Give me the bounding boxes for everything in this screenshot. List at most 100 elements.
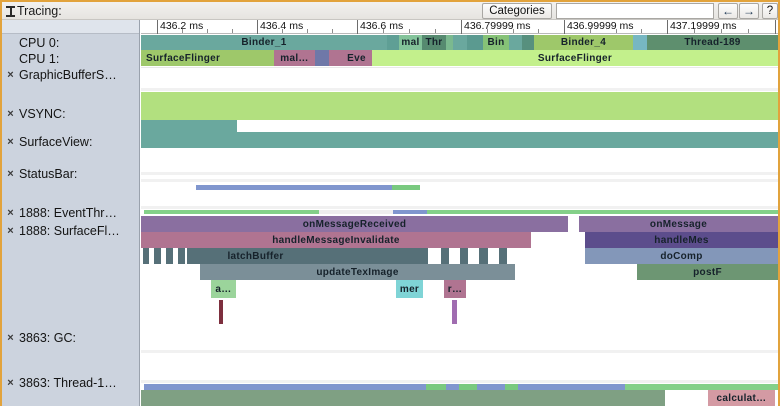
slice[interactable] xyxy=(477,384,505,390)
slice-bin[interactable]: Bin xyxy=(483,35,509,50)
track-vsync[interactable] xyxy=(141,92,778,120)
slice[interactable] xyxy=(467,35,483,50)
close-icon[interactable]: × xyxy=(7,167,14,180)
slice[interactable] xyxy=(141,92,778,120)
slice[interactable] xyxy=(166,248,173,264)
help-button[interactable]: ? xyxy=(762,3,778,19)
slice-handlemes[interactable]: handleMes xyxy=(585,232,778,248)
slice[interactable] xyxy=(219,300,223,324)
slice[interactable] xyxy=(509,35,522,50)
track-surfaceview[interactable] xyxy=(141,120,778,132)
sidebar-item-3[interactable]: × VSYNC: xyxy=(2,106,139,122)
slice[interactable] xyxy=(459,384,477,390)
search-input-field[interactable] xyxy=(557,5,713,19)
categories-button[interactable]: Categories xyxy=(482,3,552,19)
slice[interactable] xyxy=(178,248,185,264)
slice[interactable] xyxy=(143,248,149,264)
close-icon[interactable]: × xyxy=(7,135,14,148)
sidebar-item-0[interactable]: ×CPU 0: xyxy=(2,35,139,51)
slice[interactable] xyxy=(499,248,507,264)
slice[interactable] xyxy=(568,216,579,232)
slice[interactable] xyxy=(446,384,459,390)
slice[interactable] xyxy=(625,384,778,390)
sidebar-header xyxy=(2,20,139,34)
slice[interactable] xyxy=(141,390,665,406)
close-icon[interactable]: × xyxy=(7,107,14,120)
slice-r[interactable]: r… xyxy=(444,280,466,298)
track-eventthread[interactable] xyxy=(141,185,778,190)
slice-onmessagereceived[interactable]: onMessageReceived xyxy=(141,216,568,232)
prev-match-button[interactable]: ← xyxy=(718,3,738,19)
close-icon[interactable]: × xyxy=(7,376,14,389)
track-surfaceflinger[interactable]: onMessageReceived onMessage handleMessageI… xyxy=(141,20,778,406)
sidebar-item-7[interactable]: ×1888: SurfaceFl… xyxy=(2,223,139,239)
slice[interactable] xyxy=(479,248,488,264)
sidebar-item-8[interactable]: ×3863: GC: xyxy=(2,330,139,346)
slice-thread189[interactable]: Thread-189 xyxy=(647,35,778,50)
track-surfaceview-row2[interactable] xyxy=(141,132,778,148)
slice-surfaceflinger[interactable]: SurfaceFlinger xyxy=(141,50,274,66)
slice[interactable] xyxy=(154,248,161,264)
sidebar-item-6[interactable]: ×1888: EventThr… xyxy=(2,205,139,221)
top-toolbar: Tracing: Categories ← → ? xyxy=(2,2,778,20)
slice[interactable] xyxy=(460,248,468,264)
slice[interactable] xyxy=(453,35,467,50)
slice[interactable] xyxy=(144,210,319,214)
slice[interactable] xyxy=(387,35,399,50)
close-icon[interactable]: × xyxy=(7,206,14,219)
slice[interactable] xyxy=(315,50,329,66)
sidebar-item-4[interactable]: ×SurfaceView: xyxy=(2,134,139,150)
track-thread1[interactable]: calculat…dequeueBuffer xyxy=(141,20,778,406)
slice-mer[interactable]: mer xyxy=(396,280,423,298)
slice-calculat[interactable]: calculat… xyxy=(708,390,775,406)
slice-postf[interactable]: postF xyxy=(637,264,778,280)
sidebar-item-5[interactable]: ×StatusBar: xyxy=(2,166,139,182)
slice-surfaceflinger[interactable]: SurfaceFlinger xyxy=(372,50,778,66)
sidebar-item-2[interactable]: × GraphicBufferS… xyxy=(2,67,139,83)
slice-mal[interactable]: mal… xyxy=(274,50,315,66)
slice[interactable] xyxy=(522,35,534,50)
slice-updateteximage[interactable]: updateTexImage xyxy=(200,264,515,280)
slice-handlemessageinvalidate[interactable]: handleMessageInvalidate xyxy=(141,232,531,248)
slice[interactable] xyxy=(141,120,237,132)
slice[interactable] xyxy=(319,210,393,214)
slice[interactable] xyxy=(196,185,392,190)
slice[interactable] xyxy=(329,50,341,66)
row-gap xyxy=(141,350,778,353)
slice[interactable] xyxy=(505,384,518,390)
ruler-tick-minor xyxy=(748,29,749,33)
slice[interactable] xyxy=(518,384,625,390)
sidebar-item-label: VSYNC: xyxy=(19,107,66,121)
close-icon[interactable]: × xyxy=(7,331,14,344)
slice[interactable] xyxy=(144,384,426,390)
slice[interactable] xyxy=(452,300,457,324)
slice[interactable] xyxy=(426,384,446,390)
slice-binder1[interactable]: Binder_1 xyxy=(141,35,387,50)
slice-eve[interactable]: Eve xyxy=(341,50,372,66)
sidebar-item-9[interactable]: ×3863: Thread-1… xyxy=(2,375,139,391)
slice-mal[interactable]: mal xyxy=(399,35,422,50)
slice-a[interactable]: a… xyxy=(211,280,236,298)
slice[interactable] xyxy=(393,210,427,214)
slice[interactable] xyxy=(633,35,647,50)
slice[interactable] xyxy=(446,35,453,50)
sidebar-item-1[interactable]: ×CPU 1: xyxy=(2,51,139,67)
slice-binder4[interactable]: Binder_4 xyxy=(534,35,633,50)
slice[interactable] xyxy=(324,248,428,264)
search-input[interactable] xyxy=(556,3,714,19)
slice[interactable] xyxy=(427,210,778,214)
slice[interactable] xyxy=(392,185,420,190)
slice-onmessage[interactable]: onMessage xyxy=(579,216,778,232)
slice[interactable] xyxy=(441,248,449,264)
next-match-button[interactable]: → xyxy=(739,3,759,19)
slice-thr[interactable]: Thr xyxy=(422,35,446,50)
close-icon[interactable]: × xyxy=(7,68,14,81)
close-icon[interactable]: × xyxy=(7,224,14,237)
sidebar-item-label: GraphicBufferS… xyxy=(19,68,117,82)
slice[interactable] xyxy=(141,132,778,148)
slice-latchbuffer[interactable]: latchBuffer xyxy=(187,248,324,264)
slice-docomp[interactable]: doComp xyxy=(585,248,778,264)
